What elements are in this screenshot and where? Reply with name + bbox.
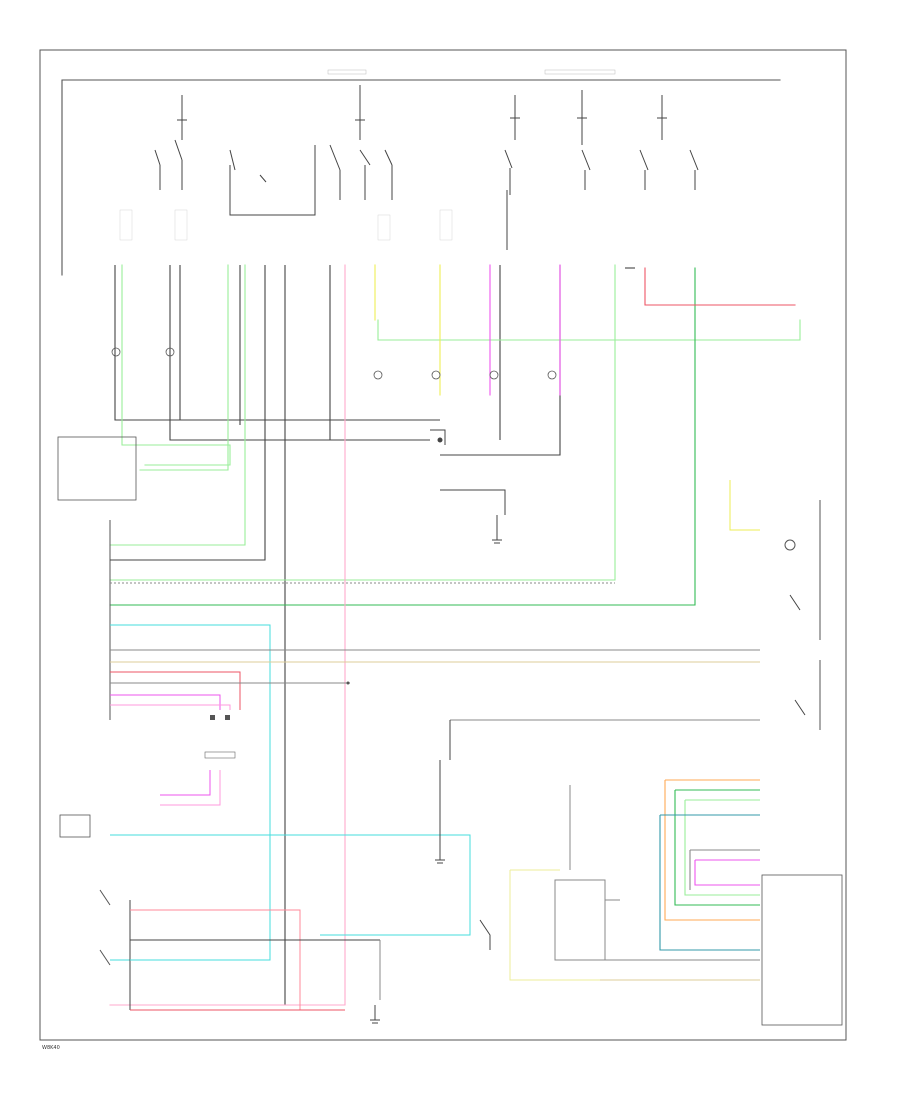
module-box-lower-left bbox=[59, 814, 91, 838]
power-bus bbox=[61, 79, 781, 276]
connector-blocks bbox=[204, 681, 350, 759]
relay-switches bbox=[154, 139, 699, 250]
wire-pink-long bbox=[109, 264, 346, 1006]
fuse-tags bbox=[119, 209, 453, 241]
right-harness-bundle bbox=[600, 779, 760, 981]
footer-code: W8K40 bbox=[42, 1045, 60, 1051]
wire-red bbox=[644, 267, 796, 306]
wire-light-green-2 bbox=[139, 264, 229, 471]
right-switches bbox=[729, 480, 821, 730]
ground-symbol bbox=[370, 515, 502, 1024]
module-box-upper-left bbox=[57, 436, 137, 501]
diagram-frame bbox=[39, 49, 847, 1041]
fuse-label-right bbox=[544, 69, 616, 75]
harness-lines-left bbox=[109, 520, 760, 961]
fuse-block bbox=[177, 85, 667, 145]
splice-junction bbox=[355, 429, 506, 515]
wire-light-green-5 bbox=[377, 319, 801, 341]
lower-left-cluster bbox=[99, 889, 380, 1011]
fuse-label-left bbox=[327, 69, 367, 75]
wire-light-green-3 bbox=[109, 264, 246, 546]
module-box-lower-right bbox=[761, 874, 843, 1026]
wire-light-green-1 bbox=[121, 264, 231, 466]
wire-light-green-4 bbox=[109, 264, 616, 581]
lamp-row-upper bbox=[111, 347, 557, 380]
wire-dark-green bbox=[109, 267, 696, 606]
